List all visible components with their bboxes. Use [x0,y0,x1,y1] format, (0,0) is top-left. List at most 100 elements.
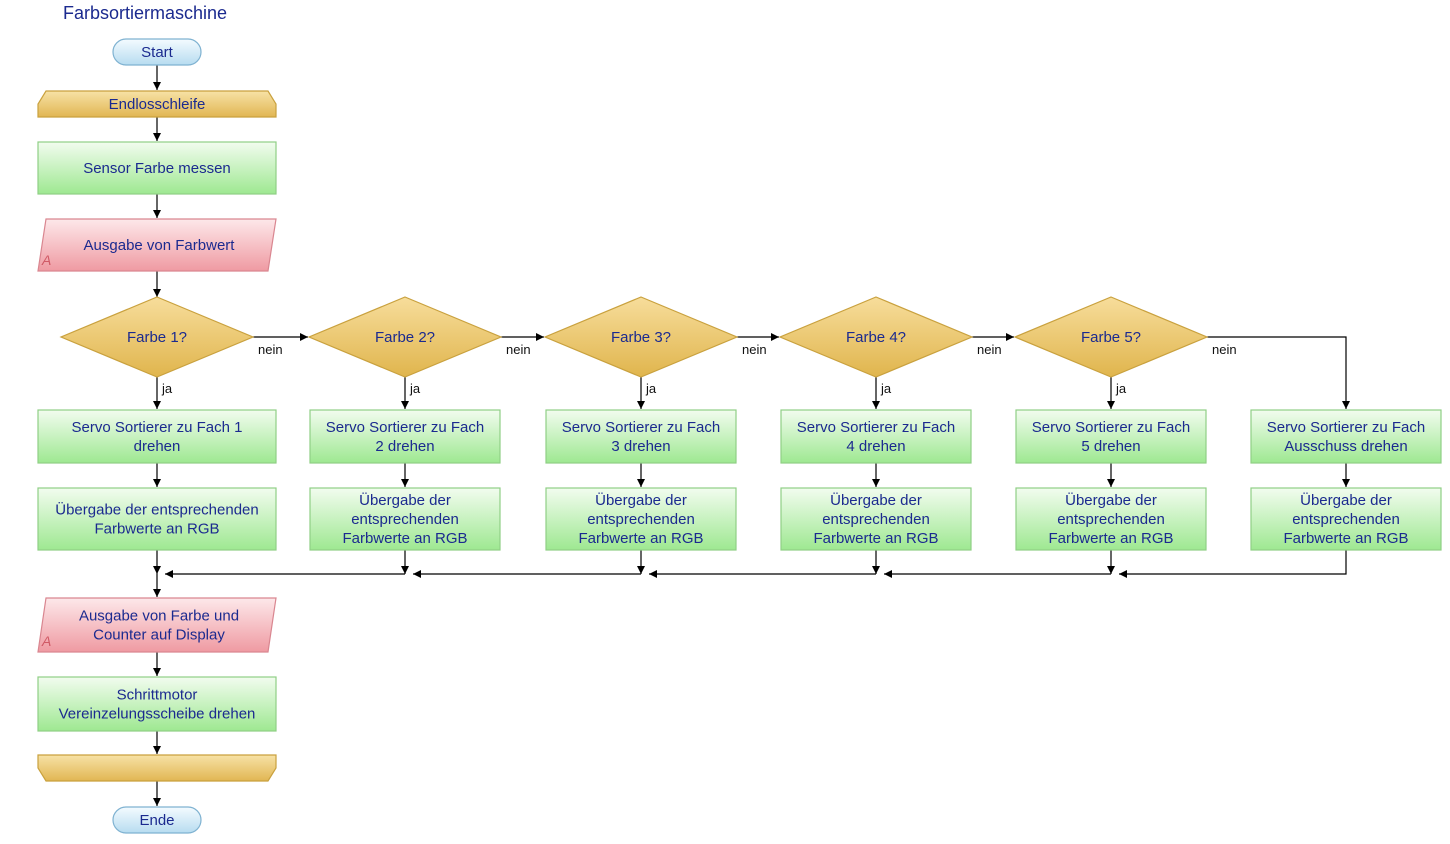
output-farbwert-text-line: Ausgabe von Farbwert [84,237,236,254]
stepper-process-box [37,676,277,732]
transfer-process-1-text-line: Farbwerte an RGB [94,521,219,538]
servo-process-1-text-line: Servo Sortierer zu Fach 1 [72,419,243,436]
decision-farbe-5-text: Farbe 5? [1081,329,1141,346]
servo-process-2-text-line: 2 drehen [375,438,434,455]
transfer-process-2-box [309,487,501,551]
stepper-process-text-line: Vereinzelungsscheibe drehen [59,706,256,723]
stepper-process-text-line: Schrittmotor [117,687,198,704]
end-terminal-text-line: Ende [139,812,174,829]
transfer-process-3-text-line: entsprechenden [587,511,695,528]
transfer-process-4-text-line: Übergabe der [830,491,922,509]
decision-farbe-2-shape [307,296,503,378]
servo-process-1-text: Servo Sortierer zu Fach 1 drehen [72,419,243,455]
servo-process-5-box [1015,409,1207,464]
servo-process-2-text-line: Servo Sortierer zu Fach [326,419,484,436]
transfer-process-reject-text-line: entsprechenden [1292,511,1400,528]
measure-process-text: Sensor Farbe messen [83,160,231,177]
end-terminal-text: Ende [139,812,174,829]
label-nein-1: nein [258,342,283,357]
decision-farbe-3-text: Farbe 3? [611,329,671,346]
servo-process-4-text-line: Servo Sortierer zu Fach [797,419,955,436]
transfer-process-reject-box [1250,487,1442,551]
label-ja-1: ja [161,381,173,396]
loop-start-shape [37,90,277,118]
servo-process-reject-text-line: Servo Sortierer zu Fach [1267,419,1425,436]
servo-process-3-box [545,409,737,464]
decision-farbe-3-text-line: Farbe 3? [611,329,671,346]
servo-process-4-text: Servo Sortierer zu Fach 4 drehen [797,419,955,455]
loop-start-text: Endlosschleife [109,96,206,113]
transfer-process-3-box [545,487,737,551]
start-terminal-shape [112,38,202,66]
output-farbwert-text: Ausgabe von Farbwert [84,237,236,254]
measure-process-text-line: Sensor Farbe messen [83,160,231,177]
servo-process-1-box [37,409,277,464]
servo-process-4-box [780,409,972,464]
transfer-process-5-text-line: entsprechenden [1057,511,1165,528]
servo-process-5-text-line: Servo Sortierer zu Fach [1032,419,1190,436]
end-terminal-shape [112,806,202,834]
transfer-process-3-text-line: Übergabe der [595,491,687,509]
servo-process-5-text: Servo Sortierer zu Fach 5 drehen [1032,419,1190,455]
transfer-process-3-text-line: Farbwerte an RGB [578,530,703,547]
start-terminal-text: Start [141,44,174,61]
transfer-process-4-box [780,487,972,551]
transfer-process-2-text-line: Farbwerte an RGB [342,530,467,547]
decision-farbe-1-shape [59,296,255,378]
transfer-process-5-box [1015,487,1207,551]
output-farbwert-io-marker: A [41,252,51,268]
decision-farbe-3-shape [543,296,739,378]
output-display-io-marker: A [41,633,51,649]
decision-farbe-4-text: Farbe 4? [846,329,906,346]
label-ja-3: ja [645,381,657,396]
decision-farbe-1-text-line: Farbe 1? [127,329,187,346]
loop-end-shape [37,754,277,782]
servo-process-1-text-line: drehen [134,438,181,455]
label-nein-4: nein [977,342,1002,357]
decision-farbe-5-shape [1013,296,1209,378]
label-nein-3: nein [742,342,767,357]
transfer-process-2-text-line: entsprechenden [351,511,459,528]
transfer-process-4-text-line: entsprechenden [822,511,930,528]
decision-farbe-2-text: Farbe 2? [375,329,435,346]
servo-process-3-text-line: 3 drehen [611,438,670,455]
decision-farbe-4-shape [778,296,974,378]
transfer-process-2-text-line: Übergabe der [359,491,451,509]
label-ja-2: ja [409,381,421,396]
transfer-process-1-text-line: Übergabe der entsprechenden [55,501,258,519]
start-terminal-text-line: Start [141,44,174,61]
transfer-process-reject-text-line: Farbwerte an RGB [1283,530,1408,547]
transfer-process-1-box [37,487,277,551]
output-display-text-line: Counter auf Display [93,627,225,644]
transfer-process-5-text-line: Farbwerte an RGB [1048,530,1173,547]
decision-farbe-5-text-line: Farbe 5? [1081,329,1141,346]
label-nein-2: nein [506,342,531,357]
label-ja-5: ja [1115,381,1127,396]
decision-farbe-4-text-line: Farbe 4? [846,329,906,346]
servo-process-reject-box [1250,409,1442,464]
edge-no-5 [1207,336,1350,409]
transfer-process-4-text-line: Farbwerte an RGB [813,530,938,547]
servo-process-2-box [309,409,501,464]
output-display-shape [37,597,277,653]
loop-start-text-line: Endlosschleife [109,96,206,113]
decision-farbe-1-text: Farbe 1? [127,329,187,346]
output-display-text-line: Ausgabe von Farbe und [79,608,239,625]
measure-process-box [37,141,277,195]
servo-process-4-text-line: 4 drehen [846,438,905,455]
output-farbwert-shape [37,218,277,272]
label-ja-4: ja [880,381,892,396]
servo-process-5-text-line: 5 drehen [1081,438,1140,455]
label-nein-5: nein [1212,342,1237,357]
